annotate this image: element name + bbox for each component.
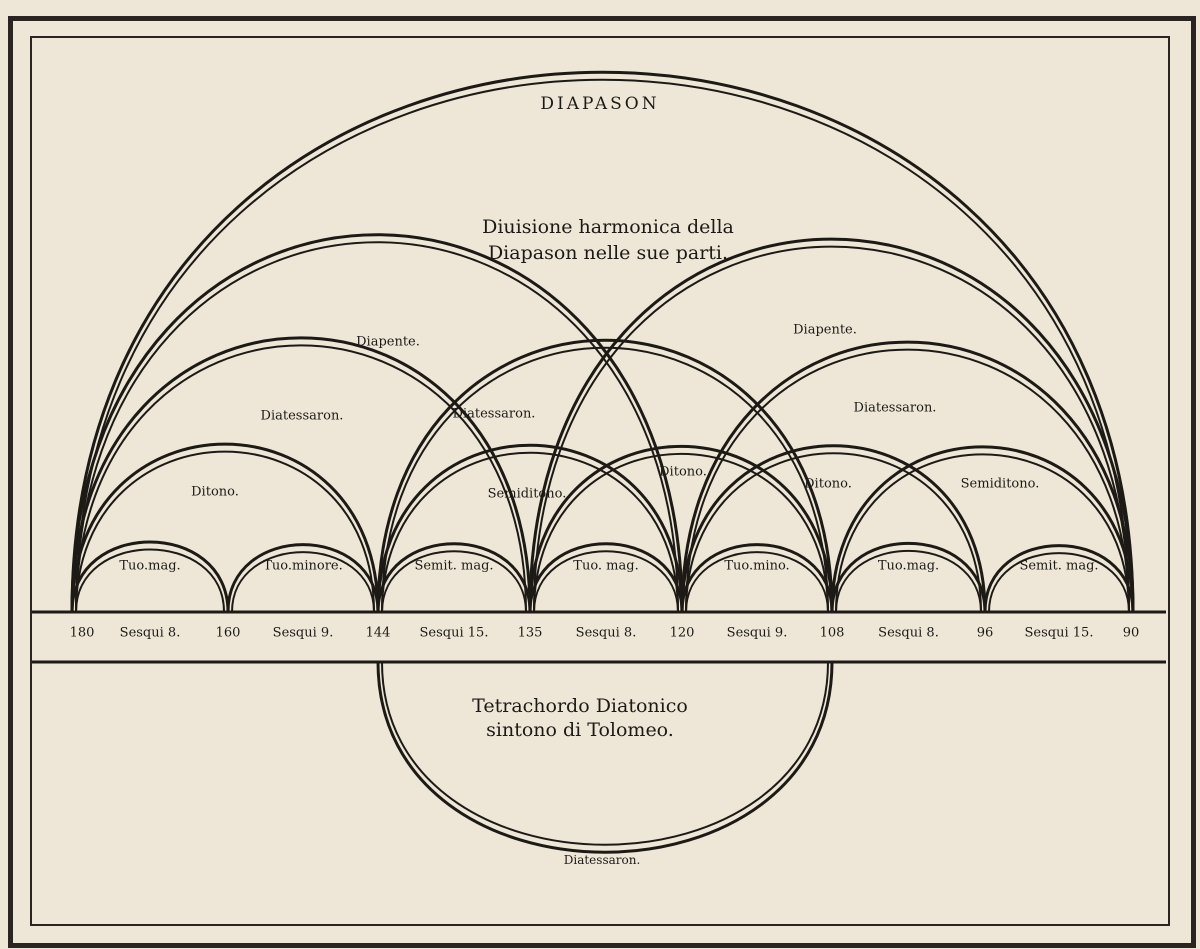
tone-label: Tuo.mino. [724,558,790,574]
tone-arc [685,551,829,613]
inner-frame [30,36,1170,926]
tone-arc [75,548,225,613]
tone-arc [226,543,380,613]
tone-arc [983,544,1135,613]
diapente-arc [533,245,1130,613]
string-length-number: 96 [976,625,994,641]
outer-frame [8,16,1196,948]
ditono-arc [533,453,829,613]
string-length-number: 90 [1122,625,1140,641]
label-diapente-right: Diapente. [793,322,857,338]
label-ditono-middle: Ditono. [659,464,707,480]
diatessaron-arc [376,339,834,613]
label-semiditono-right: Semiditono. [960,476,1040,492]
tone-label: Tuo.mag. [877,558,940,574]
label-diapente-left: Diapente. [356,334,420,350]
diatessaron-arc [680,340,1135,613]
tone-arc [533,550,679,613]
label-diatessaron-middle: Diatessaron. [452,406,536,422]
diatessaron-arc [685,348,1130,613]
tone-arc [680,543,834,613]
diatessaron-arc [75,344,527,613]
semiditono-arc [381,451,679,613]
tone-arc [70,540,230,613]
ditono-arc [75,450,375,613]
tone-arc [988,552,1130,613]
diatessaron-arc [381,346,829,613]
tone-arc [528,542,684,613]
semiditono-arc [835,453,1130,613]
diapason-arc [70,70,1135,613]
diagram-heading: Diuisione harmonica della Diapason nelle… [482,216,734,264]
diapason-arc [75,78,1130,613]
ratio-label: Sesqui 8. [878,625,939,641]
tetrachord-caption: Tetrachordo Diatonico sintono di Tolomeo… [472,695,688,741]
tone-label: Tuo. mag. [573,558,639,574]
string-length-number: 160 [215,625,241,641]
tone-label: Tuo.mag. [119,558,181,574]
ditono-arc [680,444,987,613]
ratio-label: Sesqui 8. [575,625,637,641]
tone-arc [835,549,982,613]
ditono-arc [70,442,380,613]
bottom-diatessaron-arc [381,661,829,846]
ratio-label: Sesqui 15. [419,625,489,641]
string-length-number: 180 [69,625,95,641]
diapente-arc [75,241,679,613]
string-length-number: 144 [365,625,391,641]
ditono-arc [528,444,834,613]
label-semiditono-left: Semiditono. [487,486,567,502]
ratio-label: Sesqui 9. [726,625,788,641]
label-diatessaron-left: Diatessaron. [260,408,344,424]
label-ditono-right: Ditono. [804,476,852,492]
diapente-arc [528,237,1135,613]
tone-arc [376,542,532,613]
tone-label: Semit. mag. [414,558,494,574]
diapente-arc [70,233,684,613]
ratio-label: Sesqui 8. [119,625,181,641]
ratio-label: Sesqui 9. [272,625,334,641]
label-diatessaron-right: Diatessaron. [853,400,937,416]
bottom-diatessaron-arc [376,661,834,854]
label-diatessaron-bottom: Diatessaron. [563,853,641,867]
string-length-number: 120 [669,625,695,641]
string-length-number: 108 [819,625,845,641]
semiditono-arc [830,445,1135,613]
diagram-title: DIAPASON [540,94,660,114]
label-ditono-left: Ditono. [191,484,239,500]
ditono-arc [685,452,982,613]
tone-label: Tuo.minore. [263,558,343,574]
tone-arc [830,542,987,613]
diatessaron-arc [70,336,532,613]
tone-arc [381,550,527,613]
string-length-number: 135 [517,625,543,641]
semiditono-arc [376,443,684,613]
tone-label: Semit. mag. [1019,558,1099,574]
tone-arc [231,551,375,613]
ratio-label: Sesqui 15. [1024,625,1094,641]
